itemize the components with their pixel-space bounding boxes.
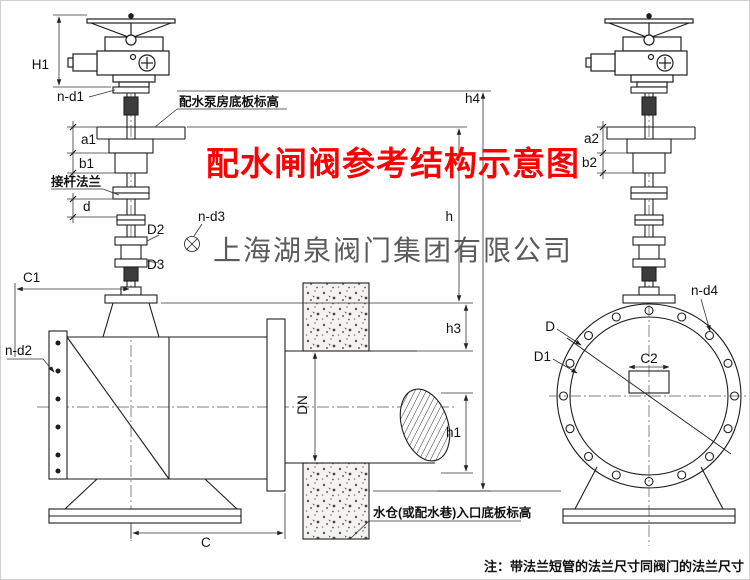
dim-D2: D2 <box>147 222 164 237</box>
actuator-left <box>67 12 176 88</box>
dim-h4: h4 <box>465 91 481 106</box>
labels: H1 n-d1 a1 b1 d D2 n-d3 D3 C1 n-d2 DN C … <box>5 57 719 550</box>
actuator-right <box>585 12 694 88</box>
flange-bolt-holes <box>558 305 740 487</box>
dimensions-right <box>552 121 711 374</box>
dimensions-left <box>7 14 561 539</box>
dim-D3: D3 <box>147 257 164 272</box>
dim-h1: h1 <box>446 425 461 440</box>
dim-D1: D1 <box>534 349 551 364</box>
dim-b1: b1 <box>79 156 94 171</box>
dim-h3: h3 <box>446 321 461 336</box>
dim-d: d <box>83 199 91 214</box>
dim-h: h <box>445 209 453 224</box>
dim-b2: b2 <box>582 155 597 170</box>
callout-inlet-floor: 水仓(或配水巷)入口底板标高 <box>373 505 531 520</box>
dim-n-d1: n-d1 <box>57 89 84 104</box>
dim-a1: a1 <box>81 132 96 147</box>
dim-C1: C1 <box>23 270 40 285</box>
drawing-title: 配水闸阀参考结构示意图 <box>206 145 580 182</box>
dimensions-middle <box>161 90 491 492</box>
dim-C: C <box>201 535 211 550</box>
flange-footnote: 注：带法兰短管的法兰尺寸同阀门的法兰尺寸 <box>483 559 744 574</box>
dim-n-d2: n-d2 <box>5 343 32 358</box>
concrete-wall-section <box>302 282 370 540</box>
dim-a2: a2 <box>584 131 599 146</box>
dim-DN: DN <box>295 395 310 415</box>
callout-pump-room-floor: 配水泵房底板标高 <box>179 94 279 109</box>
dim-n-d3: n-d3 <box>198 209 225 224</box>
dim-H1: H1 <box>32 57 49 72</box>
company-watermark: 上海湖泉阀门集团有限公司 <box>213 235 574 266</box>
right-view-drawing <box>549 12 749 546</box>
left-view-drawing <box>37 12 455 541</box>
pipe-end-section <box>399 388 451 462</box>
dim-C2: C2 <box>640 351 657 366</box>
dim-n-d4: n-d4 <box>691 283 719 298</box>
callout-stem-flange: 接杆法兰 <box>51 174 102 189</box>
dim-D: D <box>545 319 555 334</box>
